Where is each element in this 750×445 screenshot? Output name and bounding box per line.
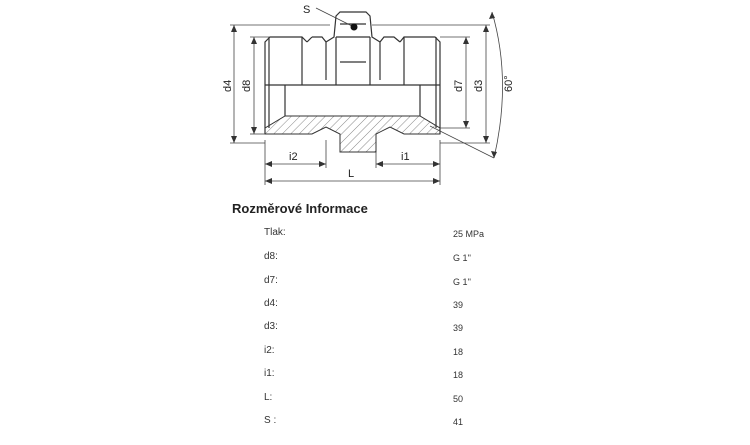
info-row-pressure: Tlak: 25 MPa [0, 227, 750, 243]
row-label: d4: [264, 298, 278, 309]
row-label: i1: [264, 368, 275, 379]
label-i2: i2 [289, 151, 298, 163]
info-title: Rozměrové Informace [232, 201, 368, 216]
row-label: S : [264, 415, 277, 426]
row-value: 18 [453, 370, 464, 380]
row-value: 39 [453, 323, 464, 333]
info-row-i1: i1: 18 [0, 368, 750, 384]
hatched-section [264, 115, 441, 153]
label-d4: d4 [222, 80, 234, 92]
row-value: 41 [453, 417, 464, 427]
row-label: d3: [264, 321, 278, 332]
row-label: L: [264, 392, 273, 403]
row-value: G 1'' [453, 253, 471, 263]
row-label: d7: [264, 275, 278, 286]
info-row-s: S : 41 [0, 415, 750, 431]
info-row-d8: d8: G 1'' [0, 251, 750, 267]
label-d3: d3 [473, 80, 485, 92]
info-row-d4: d4: 39 [0, 298, 750, 314]
row-label: d8: [264, 251, 278, 262]
label-d8: d8 [241, 80, 253, 92]
label-d7: d7 [453, 80, 465, 92]
row-label: Tlak: [264, 227, 286, 238]
technical-drawing: S d4 d8 d7 d3 60° i2 i1 L [222, 4, 515, 185]
row-value: 18 [453, 347, 464, 357]
info-row-i2: i2: 18 [0, 345, 750, 361]
arrowheads [231, 12, 497, 184]
row-value: 25 MPa [453, 229, 485, 239]
label-s: S [303, 4, 310, 16]
dimension-lines [230, 7, 503, 185]
row-value: 50 [453, 394, 464, 404]
label-l: L [348, 168, 354, 180]
label-angle: 60° [503, 75, 515, 92]
s-marker-dot [350, 23, 358, 31]
info-row-l: L: 50 [0, 392, 750, 408]
label-i1: i1 [401, 151, 410, 163]
row-value: G 1'' [453, 277, 471, 287]
info-row-d3: d3: 39 [0, 321, 750, 337]
row-value: 39 [453, 300, 464, 310]
row-label: i2: [264, 345, 275, 356]
info-row-d7: d7: G 1'' [0, 275, 750, 291]
